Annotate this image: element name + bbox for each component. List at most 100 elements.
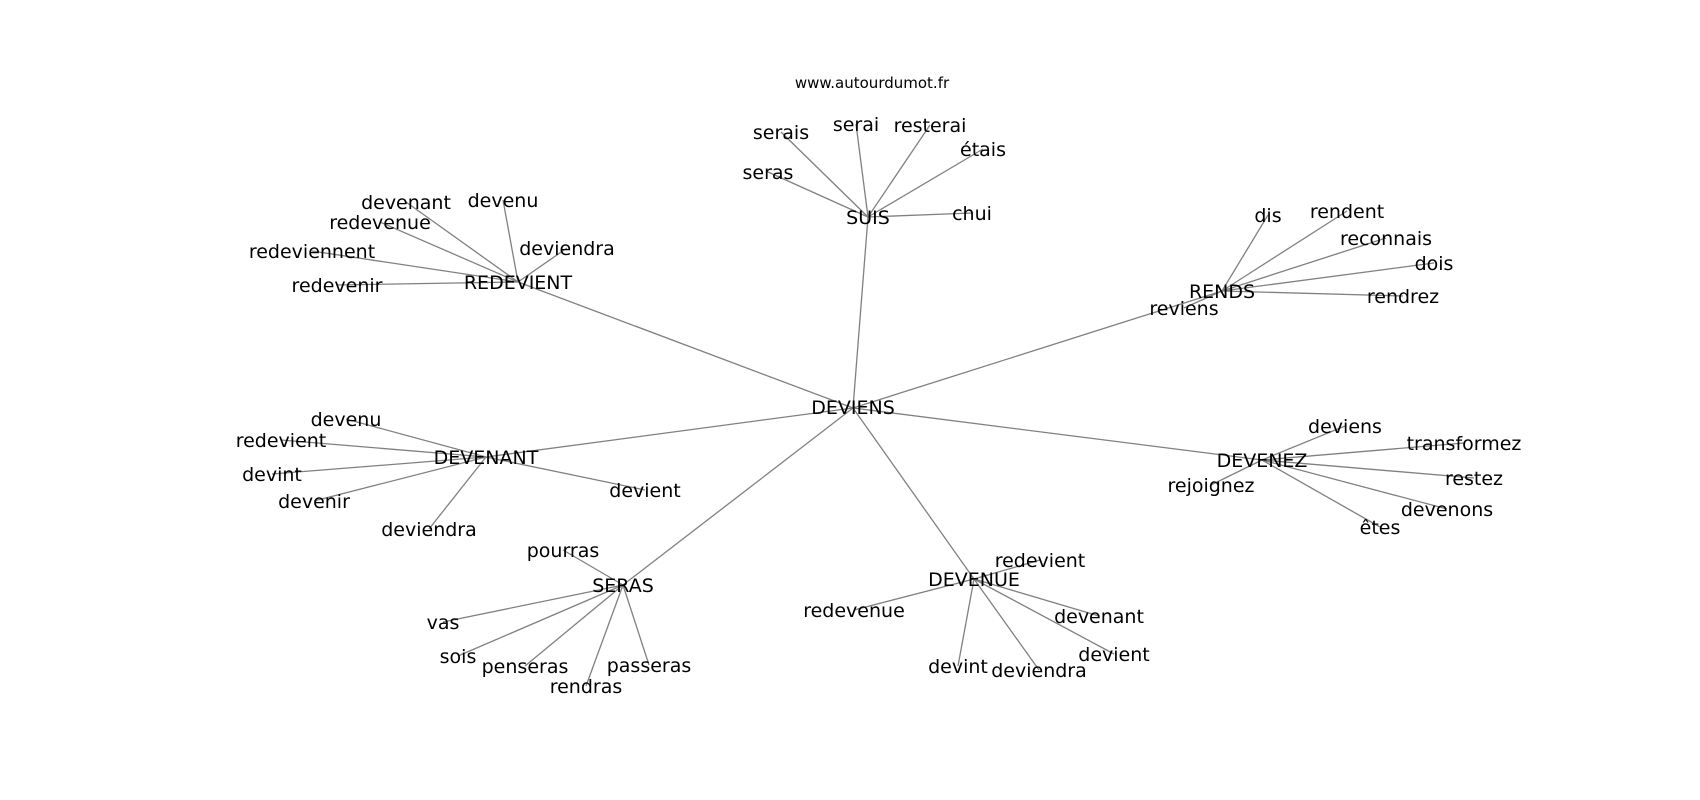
leaf-edge bbox=[867, 124, 931, 218]
hub-node-label: DEVENEZ bbox=[1217, 450, 1308, 472]
hub-node-label: SUIS bbox=[846, 207, 890, 229]
leaf-node-label: devenant bbox=[1054, 606, 1144, 628]
center-edge-3 bbox=[485, 407, 854, 458]
leaf-edge bbox=[345, 418, 487, 458]
leaf-node-label: rendras bbox=[550, 676, 623, 698]
leaf-edge bbox=[1221, 262, 1435, 292]
leaf-node-label: redevient bbox=[236, 430, 327, 452]
leaf-edge bbox=[485, 456, 646, 491]
leaf-edge bbox=[1261, 459, 1475, 479]
leaf-node-label: chui bbox=[952, 203, 992, 225]
leaf-edge bbox=[1221, 237, 1387, 292]
leaf-edge bbox=[1210, 459, 1263, 486]
leaf-edge bbox=[867, 148, 984, 218]
leaf-node-label: devenant bbox=[361, 192, 451, 214]
leaf-edge bbox=[767, 171, 869, 218]
center-edge-6 bbox=[852, 407, 975, 580]
center-node-label: DEVIENS bbox=[811, 397, 895, 419]
leaf-node-label: rendrez bbox=[1367, 286, 1439, 308]
leaf-edge bbox=[1221, 214, 1269, 292]
leaf-node-label: serai bbox=[833, 114, 879, 136]
leaf-edge bbox=[957, 578, 975, 667]
leaf-node-label: sois bbox=[440, 646, 477, 668]
leaf-node-label: devenu bbox=[311, 409, 382, 431]
leaf-node-label: seras bbox=[743, 162, 794, 184]
leaf-node-label: redevenir bbox=[292, 275, 383, 297]
leaf-edge bbox=[1261, 459, 1381, 528]
leaf-edge bbox=[405, 201, 519, 283]
leaf-edge bbox=[867, 212, 973, 218]
leaf-node-label: transformez bbox=[1407, 433, 1522, 455]
leaf-node-label: deviendra bbox=[991, 660, 1087, 682]
leaf-edge bbox=[457, 584, 624, 657]
leaf-node-label: redevient bbox=[995, 550, 1086, 572]
leaf-edge bbox=[1221, 290, 1404, 297]
leaf-node-label: étais bbox=[960, 139, 1006, 161]
leaf-node-label: deviendra bbox=[519, 238, 615, 260]
center-edge-1 bbox=[517, 281, 854, 409]
leaf-edge bbox=[517, 247, 568, 283]
leaf-node-label: devint bbox=[928, 656, 988, 678]
leaf-node-label: resterai bbox=[894, 115, 967, 137]
leaf-edge bbox=[973, 578, 1100, 617]
leaf-edge bbox=[379, 221, 519, 283]
center-edge-2 bbox=[852, 290, 1223, 409]
source-credit: www.autourdumot.fr bbox=[795, 74, 950, 92]
leaf-node-label: êtes bbox=[1360, 517, 1401, 539]
leaf-node-label: restez bbox=[1445, 468, 1503, 490]
leaf-edge bbox=[271, 456, 487, 475]
leaf-edge bbox=[313, 456, 487, 502]
leaf-node-label: devient bbox=[609, 480, 680, 502]
center-edge-0 bbox=[852, 216, 869, 409]
hub-node-label: DEVENUE bbox=[928, 569, 1020, 591]
leaf-node-label: deviens bbox=[1308, 416, 1382, 438]
leaf-node-label: devint bbox=[242, 464, 302, 486]
graph-edges bbox=[271, 123, 1475, 687]
leaf-edge bbox=[442, 584, 624, 623]
leaf-edge bbox=[853, 578, 975, 611]
leaf-node-label: redevenue bbox=[329, 212, 431, 234]
leaf-edge bbox=[1261, 425, 1346, 461]
leaf-node-label: rejoignez bbox=[1167, 475, 1254, 497]
leaf-edge bbox=[585, 584, 624, 687]
leaf-edge bbox=[428, 456, 487, 530]
leaf-node-label: vas bbox=[427, 612, 460, 634]
leaf-node-label: pourras bbox=[527, 540, 600, 562]
leaf-edge bbox=[1183, 290, 1223, 309]
leaf-node-label: devient bbox=[1078, 644, 1149, 666]
leaf-node-label: rendent bbox=[1310, 201, 1384, 223]
leaf-edge bbox=[562, 549, 624, 586]
center-edge-5 bbox=[622, 407, 854, 586]
leaf-edge bbox=[336, 281, 519, 286]
leaf-node-label: reviens bbox=[1149, 298, 1218, 320]
leaf-edge bbox=[1221, 210, 1348, 292]
leaf-edge bbox=[280, 439, 487, 458]
leaf-edge bbox=[1261, 442, 1465, 461]
leaf-edge bbox=[780, 131, 869, 218]
leaf-edge bbox=[973, 578, 1040, 671]
leaf-node-label: redeviennent bbox=[249, 241, 375, 263]
leaf-edge bbox=[622, 584, 650, 666]
leaf-node-label: devenir bbox=[278, 491, 350, 513]
leaf-edge bbox=[1261, 459, 1448, 510]
leaf-node-label: penseras bbox=[482, 656, 569, 678]
hub-node-label: SERAS bbox=[592, 575, 654, 597]
leaf-node-label: serais bbox=[753, 122, 809, 144]
leaf-node-label: deviendra bbox=[381, 519, 477, 541]
leaf-edge bbox=[502, 199, 519, 283]
leaf-edge bbox=[973, 559, 1041, 580]
leaf-edge bbox=[311, 250, 519, 283]
leaf-node-label: reconnais bbox=[1340, 228, 1432, 250]
center-edge-4 bbox=[852, 407, 1263, 461]
leaf-node-label: dis bbox=[1254, 205, 1281, 227]
hub-node-label: DEVENANT bbox=[434, 447, 539, 469]
leaf-node-label: devenu bbox=[468, 190, 539, 212]
leaf-node-label: devenons bbox=[1401, 499, 1493, 521]
leaf-node-label: dois bbox=[1415, 253, 1454, 275]
hub-node-label: RENDS bbox=[1189, 281, 1255, 303]
hub-node-label: REDEVIENT bbox=[464, 272, 573, 294]
leaf-edge bbox=[524, 584, 624, 667]
leaf-edge bbox=[855, 123, 869, 218]
